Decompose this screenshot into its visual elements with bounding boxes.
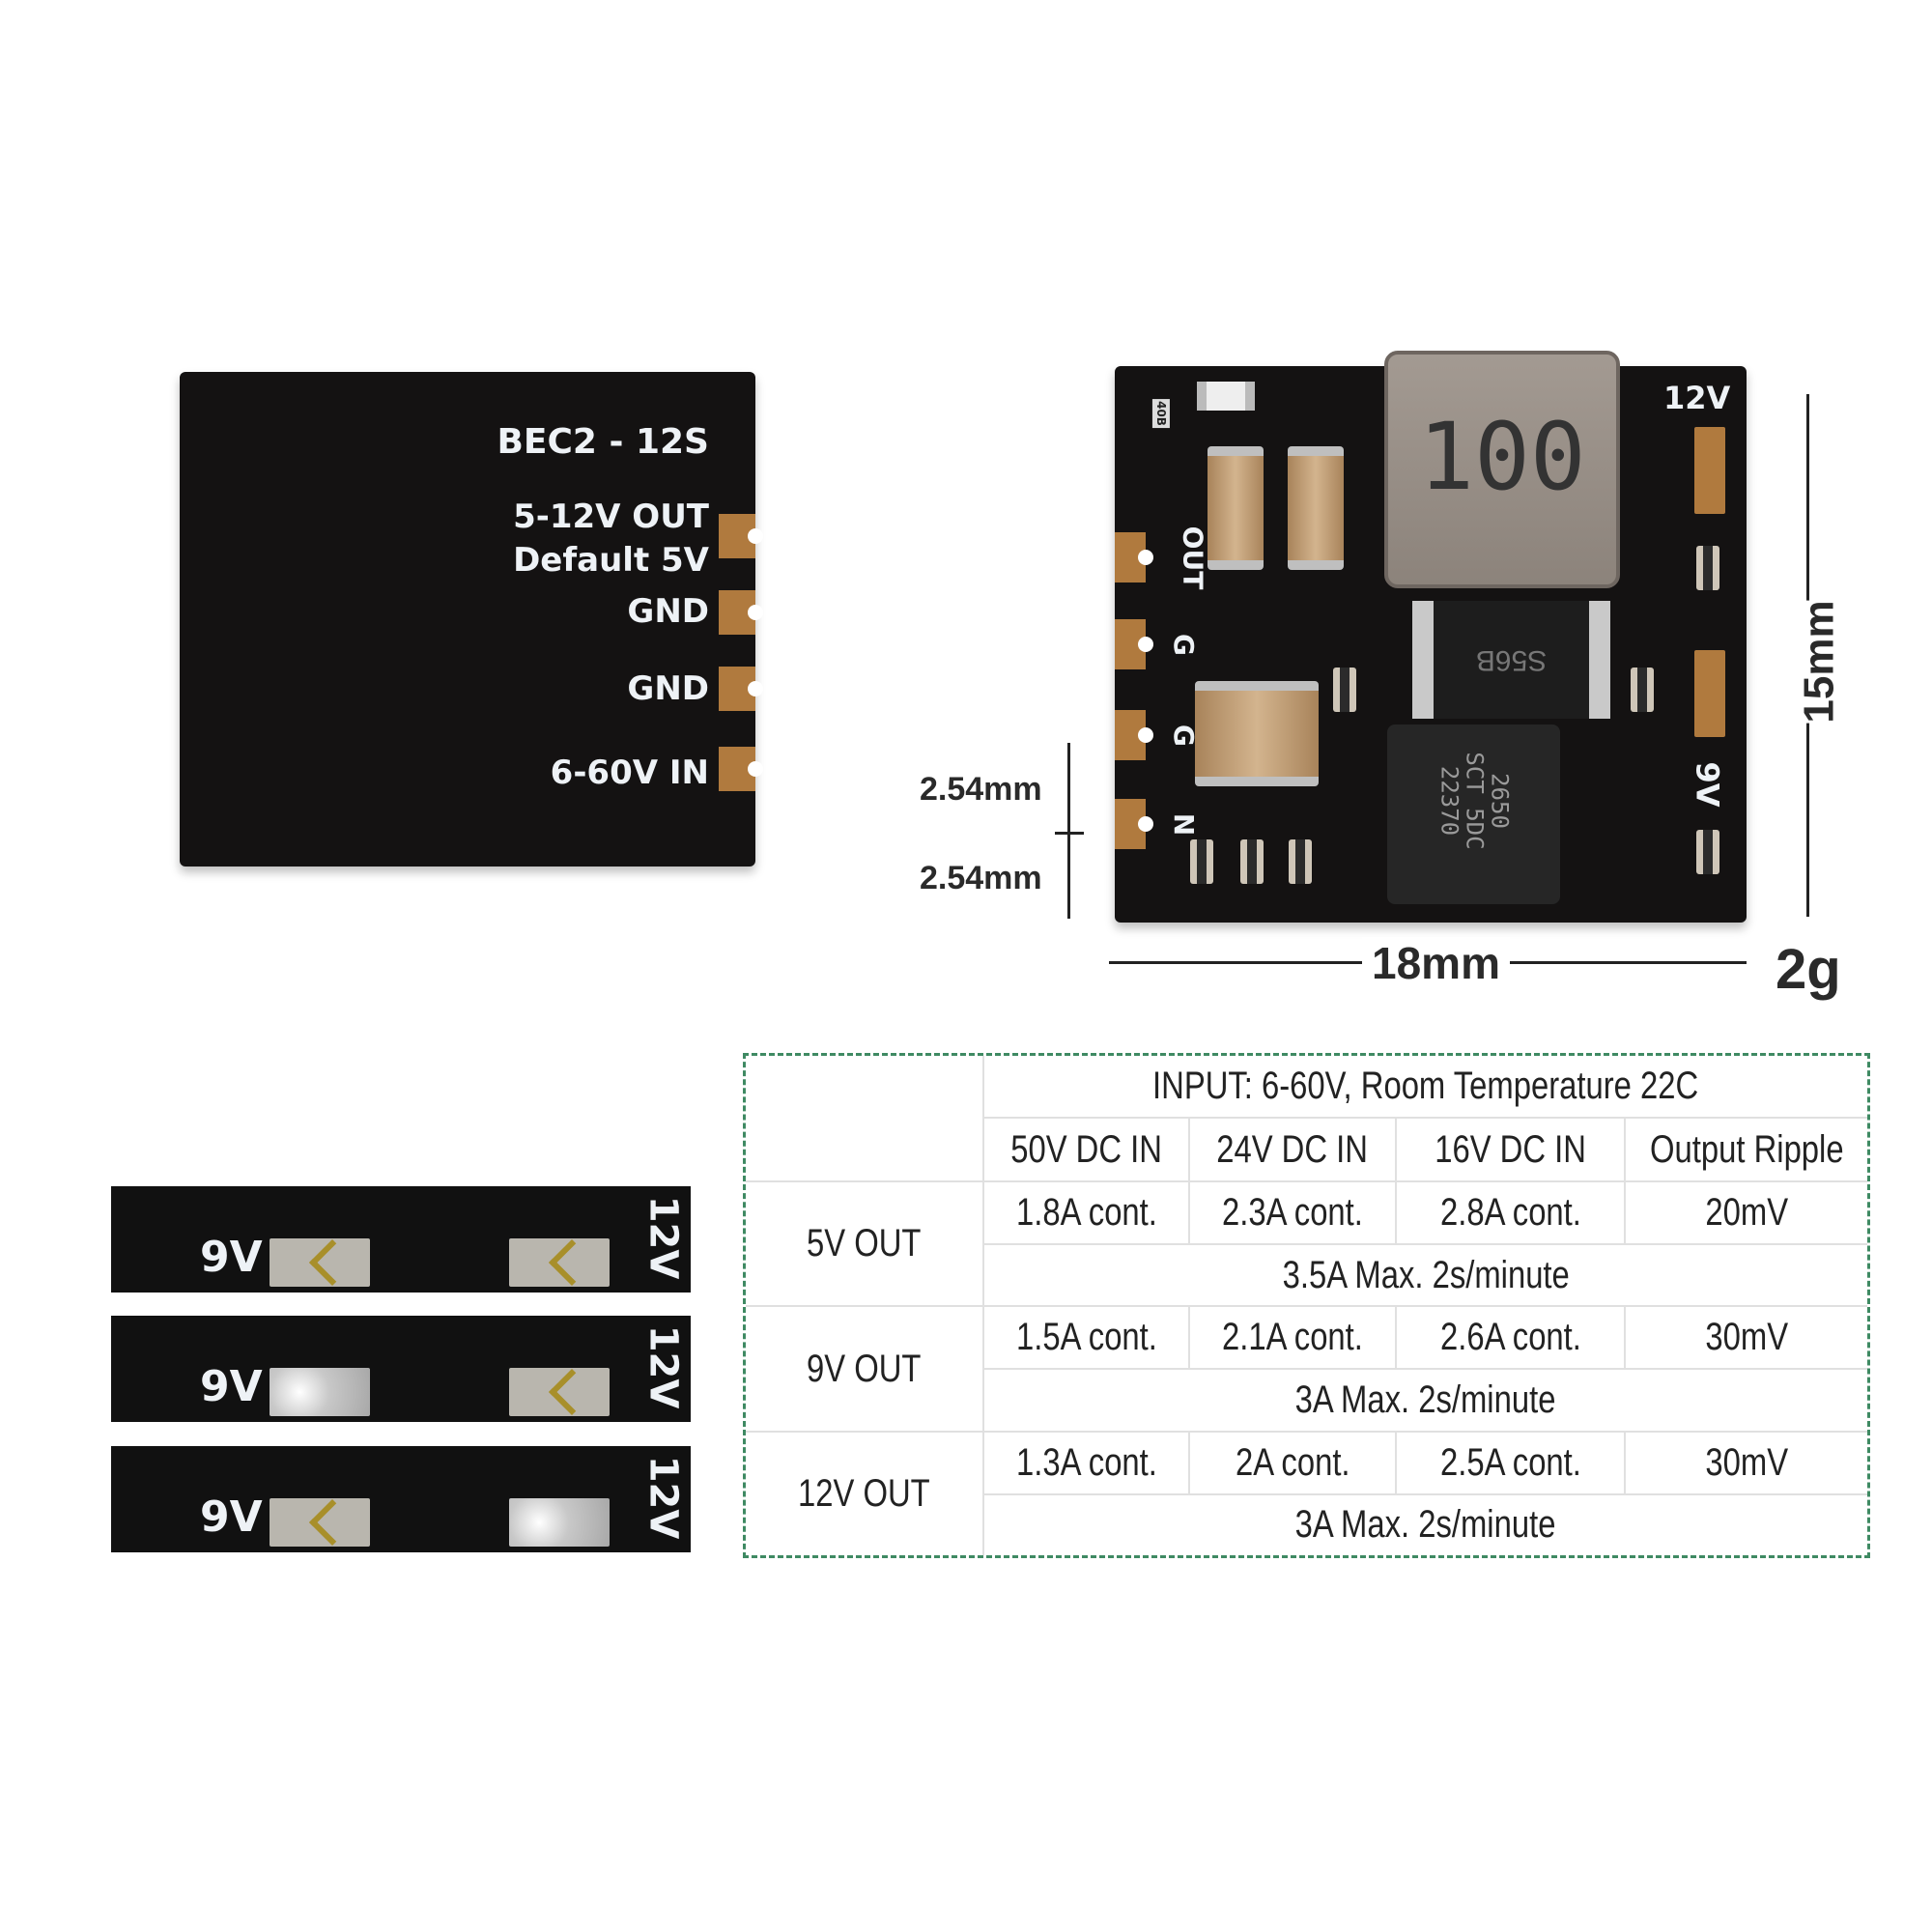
strip-9v-label: 9V: [200, 1362, 263, 1411]
cell: 2.1A cont.: [1188, 1305, 1397, 1371]
bec-board-top-view: BEC2 - 12S 5-12V OUT Default 5V GND GND …: [180, 372, 763, 867]
capacitor-large: [1195, 681, 1319, 786]
table-title: INPUT: 6-60V, Room Temperature 22C: [982, 1056, 1867, 1119]
pitch-divider: [1055, 832, 1084, 835]
default-label: Default 5V: [513, 541, 709, 580]
cell: 1.3A cont.: [982, 1430, 1190, 1495]
resistor-7: [1696, 830, 1719, 874]
ic-line-3: 22370: [1435, 765, 1463, 837]
jumper-12v-open: [509, 1238, 610, 1287]
cell: 2.3A cont.: [1188, 1180, 1397, 1245]
capacitor-2: [1288, 446, 1344, 570]
inductor: 100: [1384, 351, 1620, 588]
table-row-5v: 5V OUT 1.8A cont. 2.3A cont. 2.8A cont. …: [746, 1179, 1867, 1308]
pad-out: [719, 514, 763, 558]
row-label: 9V OUT: [746, 1305, 984, 1433]
output-label: 5-12V OUT: [513, 497, 709, 536]
input-label: 6-60V IN: [550, 753, 709, 792]
resistor-3: [1289, 839, 1312, 884]
pad-g-1: [1115, 619, 1153, 669]
ic-line-1: 2650: [1486, 773, 1514, 829]
jumper-strip-12v: 9V 12V: [111, 1446, 691, 1552]
pad-out: [1115, 532, 1153, 582]
header-16v: 16V DC IN: [1395, 1117, 1626, 1182]
jumper-strip-default: 9V 12V: [111, 1186, 691, 1293]
pitch-label-2: 2.54mm: [920, 860, 1042, 896]
regulator-ic: 2650 SCT 5DC 22370: [1387, 724, 1560, 904]
jumper-9v-open: [270, 1238, 370, 1287]
strip-9v-label: 9V: [200, 1492, 263, 1542]
cell: 1.8A cont.: [982, 1180, 1190, 1245]
max-cell: 3A Max. 2s/minute: [982, 1368, 1867, 1433]
pad-g-2: [1115, 710, 1153, 760]
pitch-arrow: [1067, 743, 1070, 919]
pad-label-out: OUT: [1177, 526, 1209, 590]
row-label: 5V OUT: [746, 1179, 984, 1308]
weight-label: 2g: [1776, 938, 1841, 1001]
cell: 20mV: [1624, 1180, 1867, 1245]
resistor-marking: 40B: [1151, 399, 1170, 428]
cell: 2.8A cont.: [1395, 1180, 1626, 1245]
spec-table: INPUT: 6-60V, Room Temperature 22C 50V D…: [743, 1053, 1870, 1558]
jumper-9v-label: 9V: [1689, 761, 1726, 808]
strip-9v-label: 9V: [200, 1233, 263, 1282]
gnd-label-1: GND: [627, 592, 709, 631]
width-label: 18mm: [1362, 937, 1510, 989]
table-row-9v: 9V OUT 1.5A cont. 2.1A cont. 2.6A cont. …: [746, 1305, 1867, 1433]
max-cell: 3.5A Max. 2s/minute: [982, 1242, 1867, 1308]
strip-12v-label: 12V: [640, 1324, 686, 1409]
cell: 2.5A cont.: [1395, 1430, 1626, 1495]
ic-line-2: SCT 5DC: [1461, 752, 1489, 850]
cell: 30mV: [1624, 1305, 1867, 1371]
bec-board-component-view: 100 S56B 2650 SCT 5DC 22370 40B OUT G G …: [1115, 351, 1747, 923]
diode-marking: S56B: [1475, 644, 1548, 676]
jumper-strip-9v: 9V 12V: [111, 1316, 691, 1422]
jumper-12v-label: 12V: [1663, 380, 1731, 416]
table-row-12v: 12V OUT 1.3A cont. 2A cont. 2.5A cont. 3…: [746, 1430, 1867, 1555]
resistor-4: [1333, 668, 1356, 712]
header-24v: 24V DC IN: [1188, 1117, 1397, 1182]
pad-label-n: N: [1168, 812, 1201, 837]
jumper-9v-bridged: [270, 1368, 370, 1416]
jumper-9v-open: [270, 1498, 370, 1547]
jumper-12v: [1694, 427, 1725, 514]
height-label: 15mm: [1795, 600, 1844, 724]
model-label: BEC2 - 12S: [497, 422, 709, 462]
jumper-9v: [1694, 650, 1725, 737]
jumper-12v-bridged: [509, 1498, 610, 1547]
header-ripple: Output Ripple: [1624, 1117, 1867, 1182]
pad-gnd-2: [719, 667, 763, 711]
pitch-label-1: 2.54mm: [920, 771, 1042, 808]
resistor-2: [1240, 839, 1264, 884]
cell: 30mV: [1624, 1430, 1867, 1495]
cell: 1.5A cont.: [982, 1305, 1190, 1371]
jumper-12v-open: [509, 1368, 610, 1416]
pad-n: [1115, 799, 1153, 849]
header-50v: 50V DC IN: [982, 1117, 1190, 1182]
ic-marking: 2650 SCT 5DC 22370: [1435, 752, 1514, 850]
pad-label-g2: G: [1167, 724, 1200, 747]
pad-in: [719, 747, 763, 791]
inductor-marking: 100: [1418, 403, 1586, 511]
cell: 2.6A cont.: [1395, 1305, 1626, 1371]
corner-cell: [746, 1056, 984, 1182]
strip-12v-label: 12V: [640, 1455, 686, 1540]
pad-label-g1: G: [1167, 634, 1200, 656]
strip-12v-label: 12V: [640, 1195, 686, 1280]
gnd-label-2: GND: [627, 669, 709, 708]
pad-gnd-1: [719, 590, 763, 635]
max-cell: 3A Max. 2s/minute: [982, 1492, 1867, 1555]
resistor-5: [1631, 668, 1654, 712]
diode: S56B: [1412, 601, 1610, 719]
led: [1197, 382, 1255, 411]
resistor-6: [1696, 546, 1719, 590]
cell: 2A cont.: [1188, 1430, 1397, 1495]
resistor-1: [1190, 839, 1213, 884]
capacitor-1: [1208, 446, 1264, 570]
row-label: 12V OUT: [746, 1430, 984, 1555]
